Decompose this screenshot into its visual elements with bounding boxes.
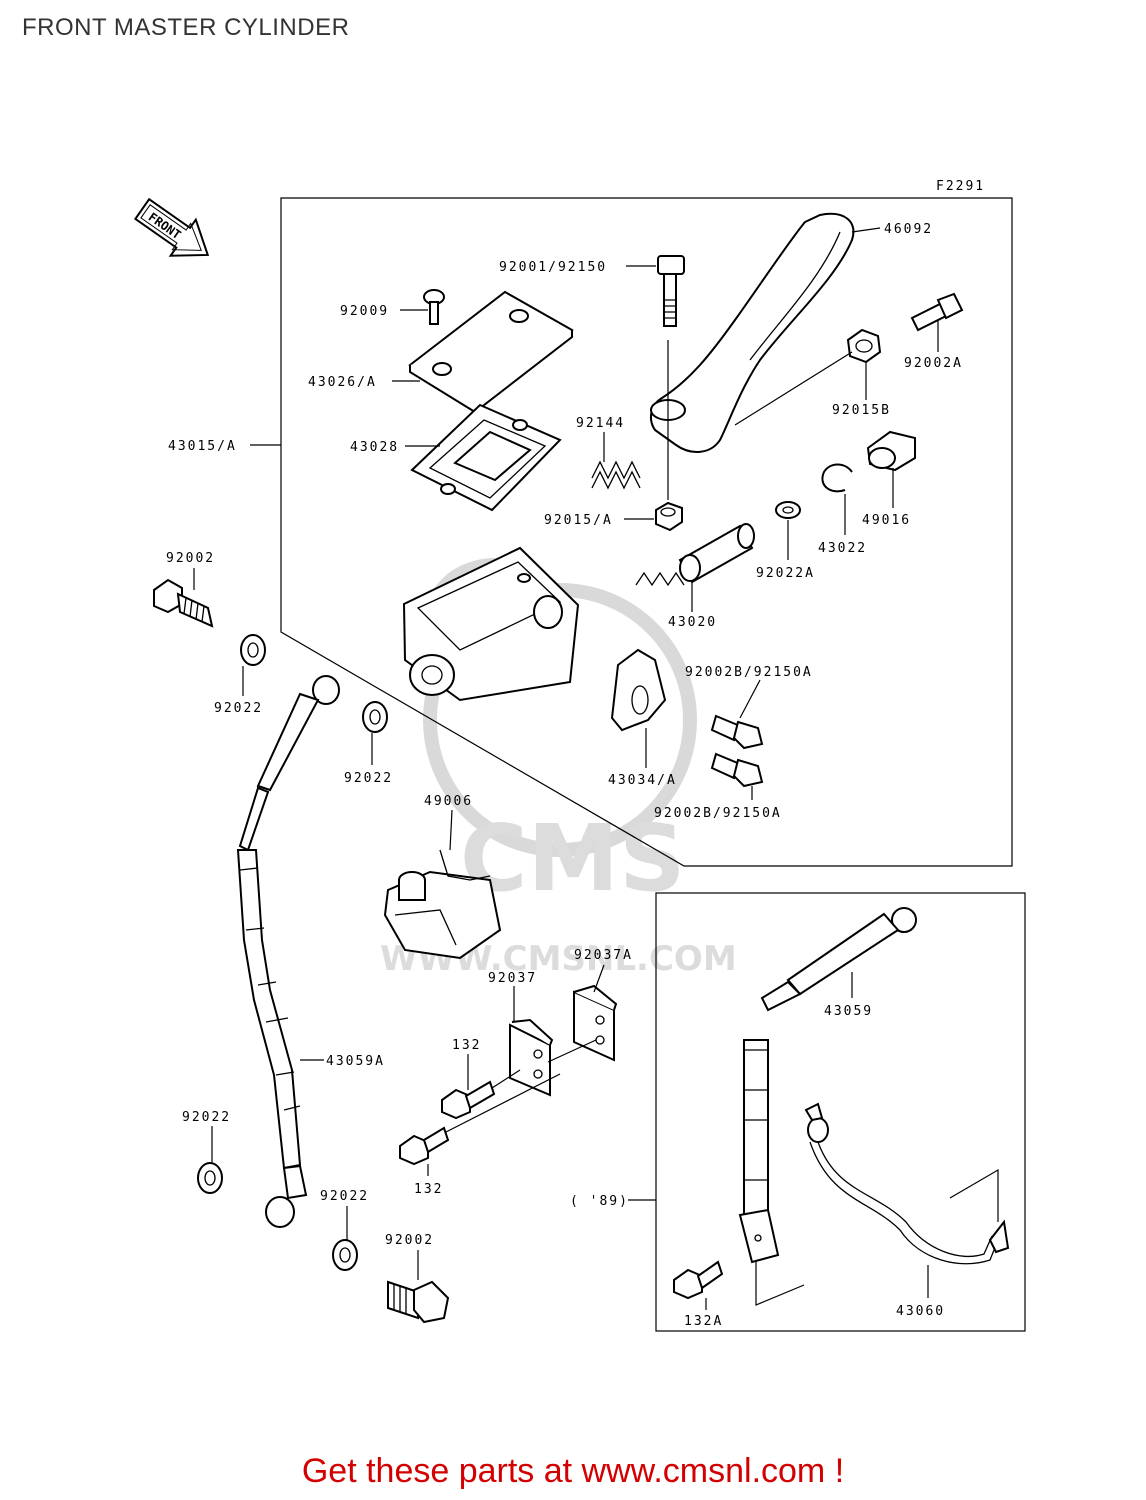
label-92022-3: 92022 (182, 1110, 231, 1125)
dust-boot (866, 430, 916, 472)
figure-code: F2291 (936, 179, 985, 194)
label-92144: 92144 (576, 416, 625, 431)
washer-92022-2 (362, 701, 388, 733)
clamp-bolt-lower (710, 752, 764, 788)
label-92022A: 92022A (756, 566, 815, 581)
bolt-upper-axis (491, 1069, 521, 1089)
page-title: FRONT MASTER CYLINDER (22, 14, 350, 41)
label-43026A: 43026/A (308, 375, 377, 390)
label-46092: 46092 (884, 222, 933, 237)
label-92001-92150: 92001/92150 (499, 260, 607, 275)
clamp-bolt-upper (710, 714, 764, 750)
label-89: ( '89) (570, 1194, 629, 1209)
cover-screw (423, 289, 445, 325)
watermark-logo: CMS (460, 805, 685, 912)
label-92002B-92150A-2: 92002B/92150A (654, 806, 782, 821)
label-92002-top: 92002 (166, 551, 215, 566)
footer-promo-text[interactable]: Get these parts at www.cmsnl.com ! (301, 1452, 845, 1490)
handlebar-clamp (610, 648, 667, 732)
brake-pipe-43060 (804, 1102, 1010, 1265)
label-43022: 43022 (818, 541, 867, 556)
label-49016: 49016 (862, 513, 911, 528)
bolt-132-lower (399, 1126, 450, 1166)
washer-92022-3 (197, 1162, 223, 1194)
hose-fitting-bracket-line (755, 1260, 805, 1306)
label-132A: 132A (684, 1314, 723, 1329)
label-43028: 43028 (350, 440, 399, 455)
bolt-92002A (910, 292, 964, 332)
label-92009: 92009 (340, 304, 389, 319)
pipe-fitting-bracket-line (949, 1168, 999, 1222)
label-92015B: 92015B (832, 403, 891, 418)
label-43060: 43060 (896, 1304, 945, 1319)
label-43059: 43059 (824, 1004, 873, 1019)
pivot-nut (655, 501, 683, 532)
label-92002B-92150A-1: 92002B/92150A (685, 665, 813, 680)
label-92002-bottom: 92002 (385, 1233, 434, 1248)
label-92037: 92037 (488, 971, 537, 986)
brake-light-switch (383, 849, 502, 960)
front-arrow-icon: FRONT (133, 197, 210, 257)
exploded-parts-diagram: CMS WWW.CMSNL.COM F2291 FRONT (133, 179, 1026, 1332)
bolt-132A (673, 1260, 724, 1300)
nut-92015B (846, 328, 882, 364)
label-92022-4: 92022 (320, 1189, 369, 1204)
washer-92022-1 (240, 634, 266, 666)
clamp-alignment-line (547, 1039, 597, 1063)
label-92037A: 92037A (574, 948, 633, 963)
inset-89-box (655, 892, 1026, 1332)
label-132-1: 132 (452, 1038, 481, 1053)
hose-clamp-92037 (509, 1018, 554, 1097)
diaphragm (410, 403, 562, 512)
label-92002A: 92002A (904, 356, 963, 371)
label-132-2: 132 (414, 1182, 443, 1197)
washer-92022-4 (332, 1239, 358, 1271)
brake-hose-43059A (236, 675, 340, 1228)
label-43015A: 43015/A (168, 439, 237, 454)
master-cylinder-body (402, 546, 580, 702)
pivot-bolt (657, 255, 685, 327)
label-43059A: 43059A (326, 1054, 385, 1069)
label-92022-1: 92022 (214, 701, 263, 716)
banjo-bolt-upper (153, 578, 214, 628)
brake-lever (649, 212, 855, 453)
brake-hose-43059 (738, 907, 917, 1264)
label-92015A: 92015/A (544, 513, 613, 528)
label-43020: 43020 (668, 615, 717, 630)
spring-92144 (591, 460, 641, 490)
leader-lines (193, 227, 939, 1310)
banjo-bolt-lower (387, 1280, 450, 1324)
circlip (821, 463, 853, 493)
label-92022-2: 92022 (344, 771, 393, 786)
part-labels: 46092 92001/92150 92009 92002A 43026/A 9… (166, 222, 963, 1329)
reservoir-cap (408, 290, 574, 414)
label-43034A: 43034/A (608, 773, 677, 788)
master-cylinder-assembly-outline (280, 197, 1013, 867)
washer-92022A (775, 501, 801, 519)
bolt-132-upper (441, 1080, 496, 1120)
hose-clamp-92037A (573, 984, 618, 1062)
piston-kit (635, 523, 755, 587)
nut-alignment-line (734, 351, 853, 426)
bolt-lower-axis (445, 1073, 561, 1133)
label-49006: 49006 (424, 794, 473, 809)
